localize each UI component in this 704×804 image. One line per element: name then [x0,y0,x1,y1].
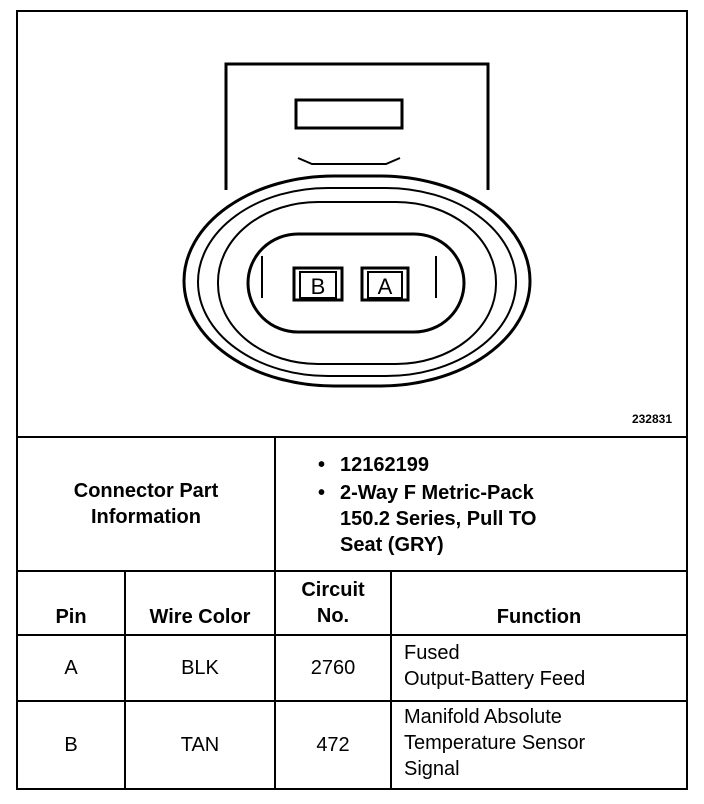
header-wire-color: Wire Color [149,605,251,628]
header-circuit: Circuit No. [301,579,365,627]
row-b-wire-color: TAN [180,733,220,756]
row-b-pin: B [64,733,78,756]
connector-latch [224,62,490,190]
row-a-function: Fused Output-Battery Feed [404,642,586,690]
pin-b-label: B [311,274,326,299]
connector-sheet: B A 232831 Connector Part Information 12… [16,10,688,790]
divider [274,436,276,788]
divider [18,634,686,636]
connector-part-label: Connector Part Information [73,480,219,528]
pin-a-box [360,266,410,302]
part-description: 2-Way F Metric-Pack 150.2 Series, Pull T… [316,480,676,558]
part-number: 12162199 [316,452,676,478]
figure-id: 232831 [631,412,672,426]
row-a-circuit: 2760 [310,656,356,679]
connector-outer-shell [182,174,532,388]
divider [124,570,126,788]
header-pin: Pin [55,605,87,628]
latch-slot [294,98,404,130]
pin-b-box [292,266,344,302]
row-a-wire-color: BLK [181,656,219,679]
row-a-pin: A [64,656,78,679]
connector-diagram: B A [182,62,532,388]
header-function: Function [496,605,582,628]
part-info-list: 12162199 2-Way F Metric-Pack 150.2 Serie… [316,452,676,560]
divider [18,436,686,438]
row-b-function: Manifold Absolute Temperature Sensor Sig… [404,706,586,780]
pin-a-label: A [378,274,393,299]
row-b-circuit: 472 [316,733,350,756]
terminal-cavity [246,232,466,334]
divider [390,570,392,788]
divider [18,700,686,702]
divider [18,570,686,572]
